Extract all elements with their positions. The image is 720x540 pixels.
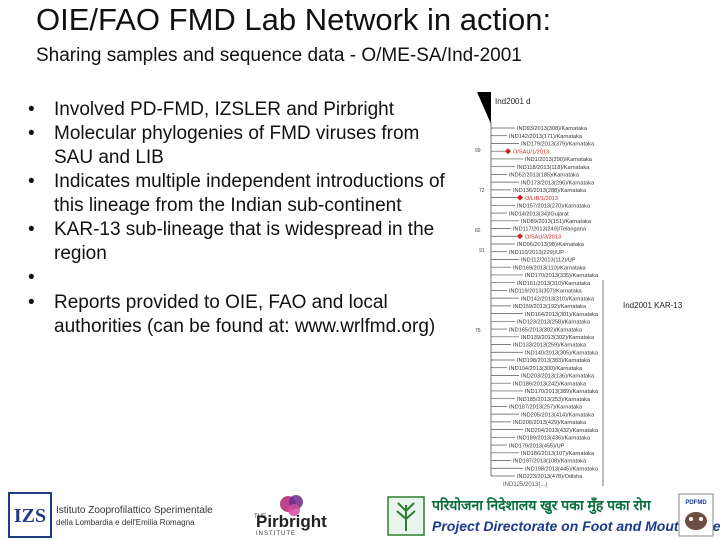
- izs-logo-icon: IZS: [8, 492, 52, 538]
- tree-tip: IND187/2013(257)/Karnataka: [509, 405, 583, 411]
- tree-top-label: Ind2001 d: [495, 97, 531, 106]
- tree-tip: IND169/2013(110)/Karnataka: [513, 265, 587, 271]
- tree-tip: IND112/2013(112)/UP: [521, 258, 576, 264]
- tree-tip: IND189/2013(436)/Karnataka: [517, 436, 591, 442]
- tree-tip: IND140/2013(305)/Karnataka: [525, 350, 599, 356]
- tree-tip: IND123/2013(258)/Karnataka: [517, 320, 591, 326]
- tree-tip: IND198/2013(383)/Karnataka: [517, 358, 591, 364]
- bullet-item: Involved PD-FMD, IZSLER and Pirbright: [28, 98, 448, 122]
- tree-tip: IND110/2013(229)/UP: [509, 250, 564, 256]
- phylogenetic-tree: Ind2001 d IND93/2013(308)/KarnatakaIND14…: [475, 92, 683, 488]
- tree-branches: [490, 122, 523, 477]
- tree-tip-highlighted: O/SAU/3/2013: [525, 234, 561, 240]
- tree-tip: IND165/2013(302)/Karnataka: [509, 327, 583, 333]
- tree-tip: IND223/2013(478)/Odisha: [517, 474, 583, 480]
- bullet-item: Molecular phylogenies of FMD viruses fro…: [28, 122, 448, 170]
- tree-tip: IND198/2013(445)/Karnataka: [525, 466, 599, 472]
- svg-text:IZS: IZS: [14, 505, 46, 527]
- tree-tip: IND203/2013(136)/Karnataka: [521, 374, 595, 380]
- tree-tip: IND179/2013(455)/UP: [509, 443, 565, 449]
- tree-tip: IND142/2013(310)/Karnataka: [521, 296, 595, 302]
- bullet-spacer: [28, 266, 448, 291]
- pirbright-institute: INSTITUTE: [256, 531, 296, 537]
- clade-label: Ind2001 KAR-13: [623, 301, 683, 310]
- tree-tip: IND186/2013(242)/Karnataka: [513, 381, 587, 387]
- bullet-list: Involved PD-FMD, IZSLER and Pirbright Mo…: [28, 98, 448, 339]
- tree-tip: IND104/2013(300)/Karnataka: [509, 366, 583, 372]
- tree-tip: IND119/2013(307)/Karnataka: [509, 289, 583, 295]
- tree-tip: IND170/2013(389)/Karnataka: [525, 389, 599, 395]
- pirbright-logo-icon: [280, 495, 303, 516]
- pdfmd-english-name: Project Directorate on Foot and Mouth Di…: [432, 518, 720, 534]
- tree-tip: IND206/2013(429)/Karnataka: [513, 420, 587, 426]
- tree-tip: IND96/2013(98)/Karnataka: [517, 242, 585, 248]
- bootstrap-label: 75: [475, 328, 481, 334]
- slide-title: OIE/FAO FMD Lab Network in action:: [36, 2, 552, 37]
- tree-tip: IND159/2013(192)/Karnataka: [513, 304, 587, 310]
- tree-tip-labels: IND93/2013(308)/KarnatakaIND142/2013(171…: [509, 126, 599, 480]
- tree-tip: IND118/2013(118)/Karnataka: [517, 165, 590, 171]
- highlight-marker-icon: [517, 233, 523, 240]
- tree-tip: IND1/2013(290)/Karnataka: [525, 157, 593, 163]
- tree-tip: IND133/2013(259)/Karnataka: [513, 343, 587, 349]
- tree-bootstrap-labels: 99 72 82 91 75: [475, 148, 485, 334]
- izs-name-line1: Istituto Zooprofilattico Sperimentale: [56, 505, 213, 516]
- highlight-marker-icon: [517, 194, 523, 201]
- tree-tip: IND197/2013(108)/Karnataka: [513, 459, 587, 465]
- tree-tip: IND170/2013(335)/Karnataka: [525, 273, 599, 279]
- tree-tip: IND139/2013(302)/Karnataka: [521, 335, 595, 341]
- tree-tip: IND157/2013(270)/Karnataka: [517, 204, 591, 210]
- izs-name-line2: della Lombardia e dell'Emilia Romagna: [56, 518, 195, 527]
- bullet-item: Indicates multiple independent introduct…: [28, 170, 448, 218]
- tree-tip: IND93/2013(308)/Karnataka: [517, 126, 588, 132]
- pdfmd-hindi-name: परियोजना निदेशालय खुर पका मुँह पका रोग: [432, 497, 651, 513]
- tree-tip: IND204/2013(432)/Karnataka: [525, 428, 599, 434]
- tree-tip-highlighted: O/LIB/1/2013: [525, 196, 558, 202]
- tree-tip: IND142/2013(171)/Karnataka: [509, 134, 583, 140]
- bootstrap-label: 91: [479, 248, 485, 254]
- bootstrap-label: 99: [475, 148, 481, 154]
- tree-tip: IND186/2013(107)/Karnataka: [521, 451, 595, 457]
- tree-tip: IND205/2013(414)/Karnataka: [521, 412, 595, 418]
- tree-tip: IND117/2013(249)/Telangana: [513, 227, 587, 233]
- svg-text:PDFMD: PDFMD: [685, 500, 707, 506]
- pdfmd-logo-icon: PDFMD: [678, 493, 714, 537]
- bootstrap-label: 72: [479, 188, 485, 194]
- tree-bottom-tip: IND125/2013(...): [503, 482, 547, 488]
- tree-tip: IND161/2013(310)/Karnataka: [517, 281, 591, 287]
- bullet-item: Reports provided to OIE, FAO and local a…: [28, 291, 448, 339]
- tree-tip: IND185/2013(253)/Karnataka: [517, 397, 591, 403]
- tree-collapsed-triangle: [477, 92, 491, 124]
- tree-tip: IND164/2013(301)/Karnataka: [525, 312, 599, 318]
- bootstrap-label: 82: [475, 228, 481, 234]
- tree-tip: IND62/2013(185)/Karnataka: [509, 173, 580, 179]
- tree-tip: IND14/2013(34)/Gujarat: [509, 211, 569, 217]
- tree-tip: IND89/2013(151)/Karnataka: [521, 219, 592, 225]
- pirbright-name: Pirbright: [256, 512, 327, 531]
- slide-subtitle: Sharing samples and sequence data - O/ME…: [36, 45, 522, 66]
- tree-tip: IND179/2013(379)/Karnataka: [521, 142, 595, 148]
- bullet-item: KAR-13 sub-lineage that is widespread in…: [28, 218, 448, 266]
- tree-tip-highlighted: O/SAU/1/2013: [513, 149, 549, 155]
- pirbright-the: THE: [254, 514, 266, 520]
- icar-logo-icon: [387, 496, 425, 536]
- tree-tip: IND173/2013(296)/Karnataka: [521, 180, 595, 186]
- tree-tip: IND136/2013(288)/Karnataka: [513, 188, 587, 194]
- highlight-marker-icon: [505, 148, 511, 155]
